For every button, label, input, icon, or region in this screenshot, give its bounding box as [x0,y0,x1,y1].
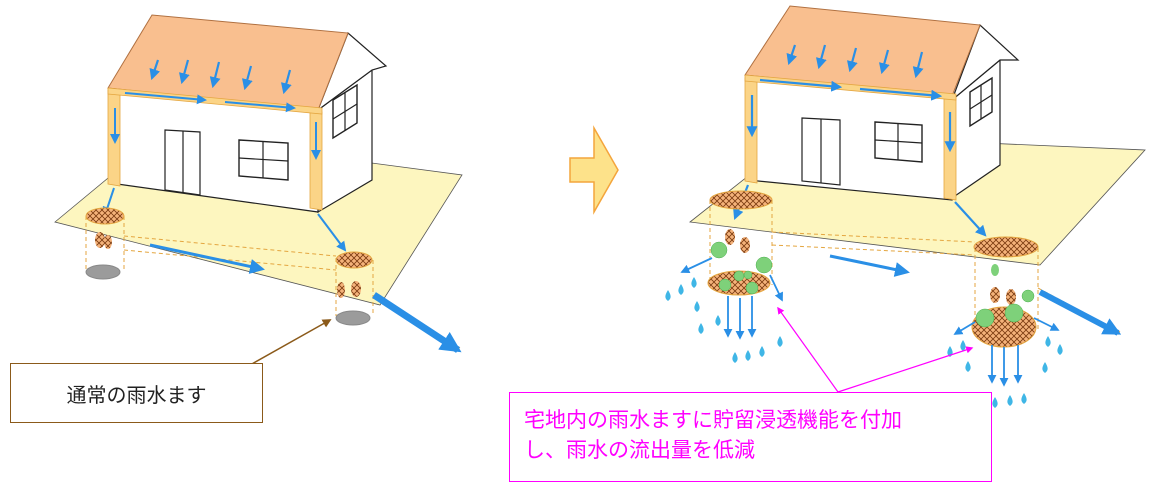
storage-basin-label: 宅地内の雨水ますに貯留浸透機能を付加 し、雨水の流出量を低減 [509,392,992,482]
normal-basin-right [335,251,373,269]
normal-basin-left [85,207,125,225]
next-arrow-icon [569,125,619,215]
normal-house-scene [54,14,463,366]
storage-basin-right [973,236,1039,258]
outflow-arrow-large [372,292,462,353]
infiltration-balls-right [975,289,1035,328]
infiltration-balls-left [710,241,773,295]
storage-house-scene [665,5,1146,408]
normal-basin-text: 通常の雨水ます [66,382,207,407]
rain-arrows [149,59,292,95]
normal-basin-label: 通常の雨水ます [10,363,263,423]
storage-basin-text-line1: 宅地内の雨水ますに貯留浸透機能を付加 [524,408,902,432]
gutter [107,87,323,115]
storage-basin-left [709,190,773,210]
storage-basin-text-line2: し、雨水の流出量を低減 [524,438,755,462]
